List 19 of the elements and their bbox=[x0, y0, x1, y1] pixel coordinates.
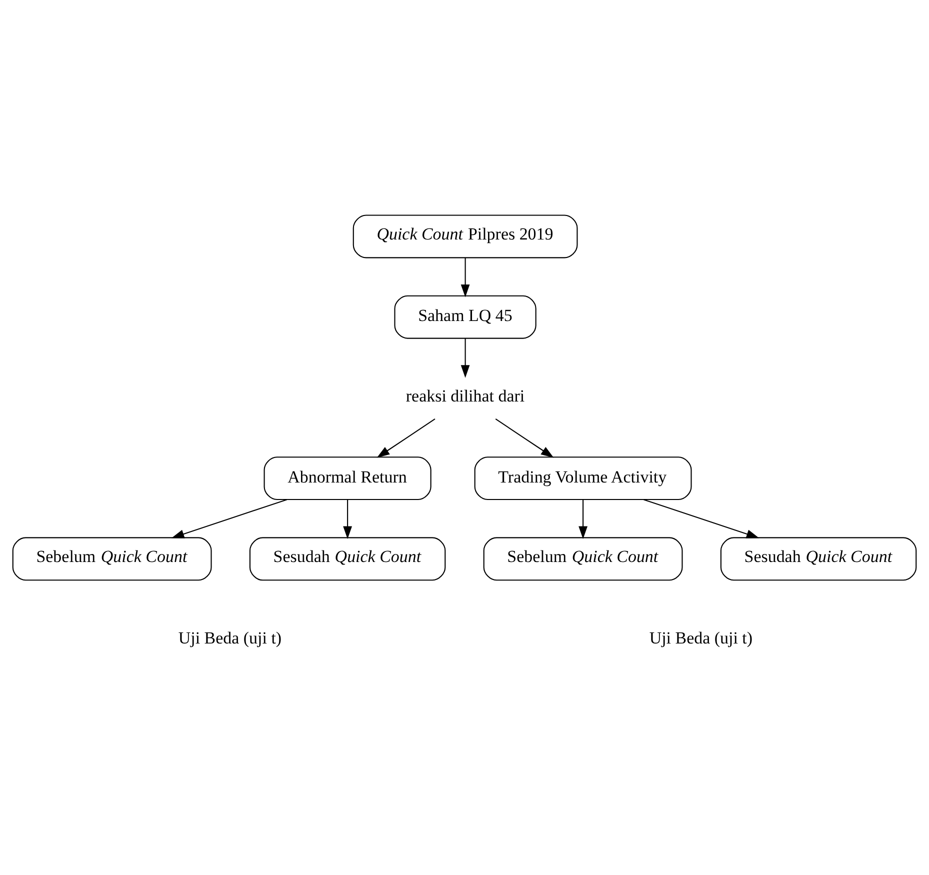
arrow bbox=[460, 257, 470, 297]
label: Uji Beda (uji t) bbox=[649, 628, 753, 648]
arrow bbox=[578, 499, 588, 539]
node-box: Sesudah Quick Count bbox=[720, 536, 917, 580]
arrow bbox=[495, 418, 554, 458]
node-text: reaksi dilihat dari bbox=[406, 386, 525, 406]
node-box: Quick Count Pilpres 2019 bbox=[352, 214, 578, 258]
label: Uji Beda (uji t) bbox=[178, 628, 282, 648]
arrow bbox=[171, 498, 288, 538]
arrow bbox=[376, 418, 436, 458]
arrow bbox=[644, 498, 760, 538]
node-box: Sesudah Quick Count bbox=[249, 536, 446, 580]
node-box: Abnormal Return bbox=[264, 456, 432, 500]
node-box: Sebelum Quick Count bbox=[483, 536, 683, 580]
node-box: Trading Volume Activity bbox=[474, 456, 692, 500]
arrow bbox=[460, 338, 470, 378]
arrow bbox=[343, 499, 352, 539]
node-box: Saham LQ 45 bbox=[394, 294, 536, 338]
node-box: Sebelum Quick Count bbox=[12, 536, 212, 580]
